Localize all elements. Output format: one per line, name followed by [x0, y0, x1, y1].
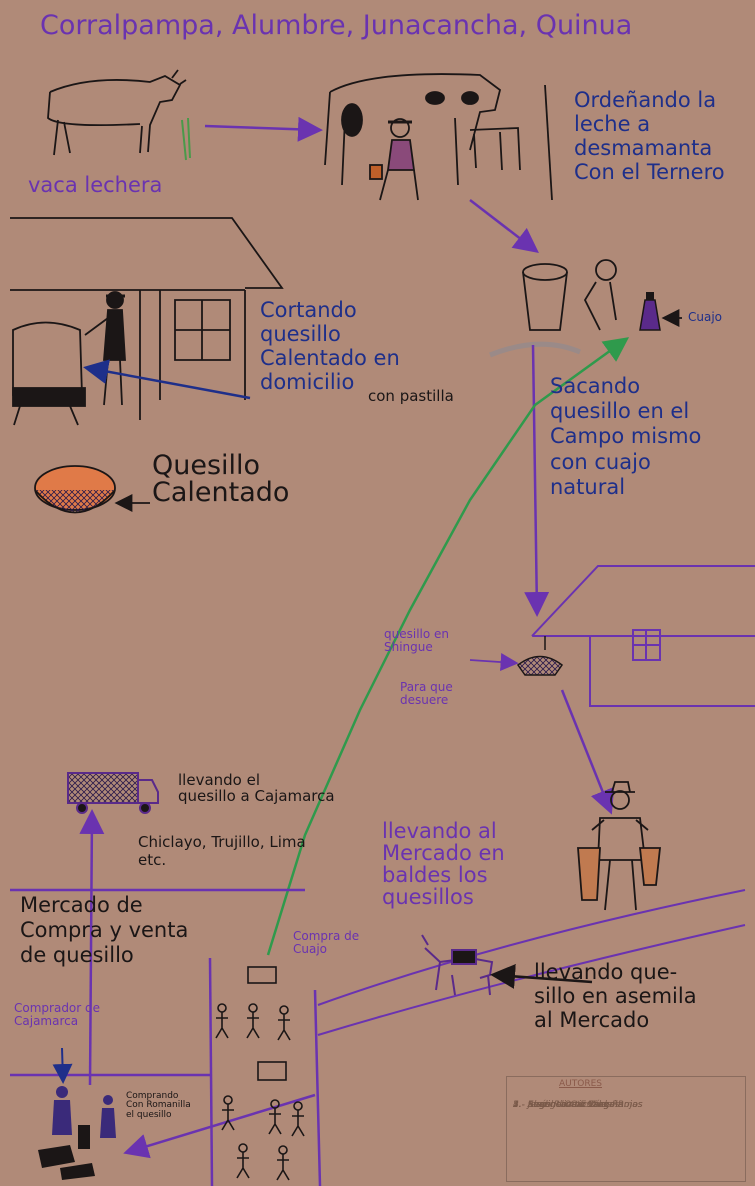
label-donkey: llevando que- sillo en asemila al Mercad…: [534, 960, 697, 1033]
label-milking: Ordeñando la leche a desmamanta Con el T…: [574, 88, 725, 185]
label-drain: Para que desuere: [400, 680, 453, 707]
arrow-to-truck: [79, 809, 105, 1086]
green-path-rennet: [266, 337, 630, 956]
milking-drawing: [324, 73, 553, 201]
label-rennet: Cuajo: [688, 310, 723, 324]
label-buy-rennet: Compra de Cuajo: [293, 929, 360, 956]
label-shingue: quesillo en Shingue: [384, 627, 450, 654]
authors-heading: AUTORES: [559, 1079, 602, 1089]
arrow-milking-to-bucket: [469, 199, 539, 254]
buyer-drawing: [38, 1047, 116, 1180]
title: Corralpampa, Alumbre, Junacancha, Quinua: [40, 10, 633, 41]
author-name: 1.- Angel Lozato Díaz: [513, 1100, 609, 1110]
label-with-pill: con pastilla: [368, 387, 454, 405]
house-left-drawing: [10, 217, 284, 426]
label-field-cheese: Sacando quesillo en el Campo mismo con c…: [550, 374, 702, 499]
donkey-drawing: [421, 934, 494, 996]
label-cities: Chiclayo, Trujillo, Lima etc.: [138, 833, 306, 869]
arrow-cow-to-milking: [204, 116, 323, 142]
bucket-drawing: [522, 259, 617, 331]
arrow-donkey: [490, 963, 593, 989]
label-truck: llevando el quesillo a Cajamarca: [178, 771, 335, 805]
arrow-to-porter: [560, 689, 615, 815]
arrow-shingue: [469, 653, 519, 672]
market-area: [10, 888, 322, 1186]
cheese-bowl-drawing: [34, 465, 116, 514]
rennet-bottle-icon: [639, 292, 661, 331]
label-heated-cheese: Quesillo Calentado: [152, 450, 290, 508]
author-name: 5.- Evangelina Esther Ramos: [513, 1100, 643, 1110]
porter-drawing: [577, 781, 662, 911]
author-name: 3.- Jesús Ramos Saldaña: [513, 1100, 624, 1110]
cow-drawing: [47, 69, 187, 156]
label-buying: Comprando Con Romanilla el quesillo: [126, 1091, 191, 1120]
label-buyer: Comprador de Cajamarca: [14, 1001, 101, 1028]
label-dairy-cow: vaca lechera: [28, 173, 163, 197]
shingue-drawing: [516, 636, 564, 676]
house-right-drawing: [531, 565, 755, 707]
arrow-field-to-shingue: [524, 344, 550, 617]
arrow-pill: [83, 359, 251, 400]
arrow-to-buyer: [123, 1093, 316, 1159]
foam-drawing: [489, 341, 581, 358]
label-market: Mercado de Compra y venta de quesillo: [20, 893, 189, 968]
author-name: 2.- Aladino Ortiz Vargas: [513, 1100, 620, 1110]
crowd-drawing: [215, 966, 305, 1181]
grass-drawing: [181, 117, 191, 161]
label-cutting: Cortando quesillo Calentado en domicilio: [260, 298, 400, 395]
label-to-market-buckets: llevando al Mercado en baldes los quesil…: [382, 819, 505, 910]
author-name: 4.- Segundo Cacuango Rojas: [513, 1100, 643, 1110]
truck-drawing: [67, 772, 159, 814]
